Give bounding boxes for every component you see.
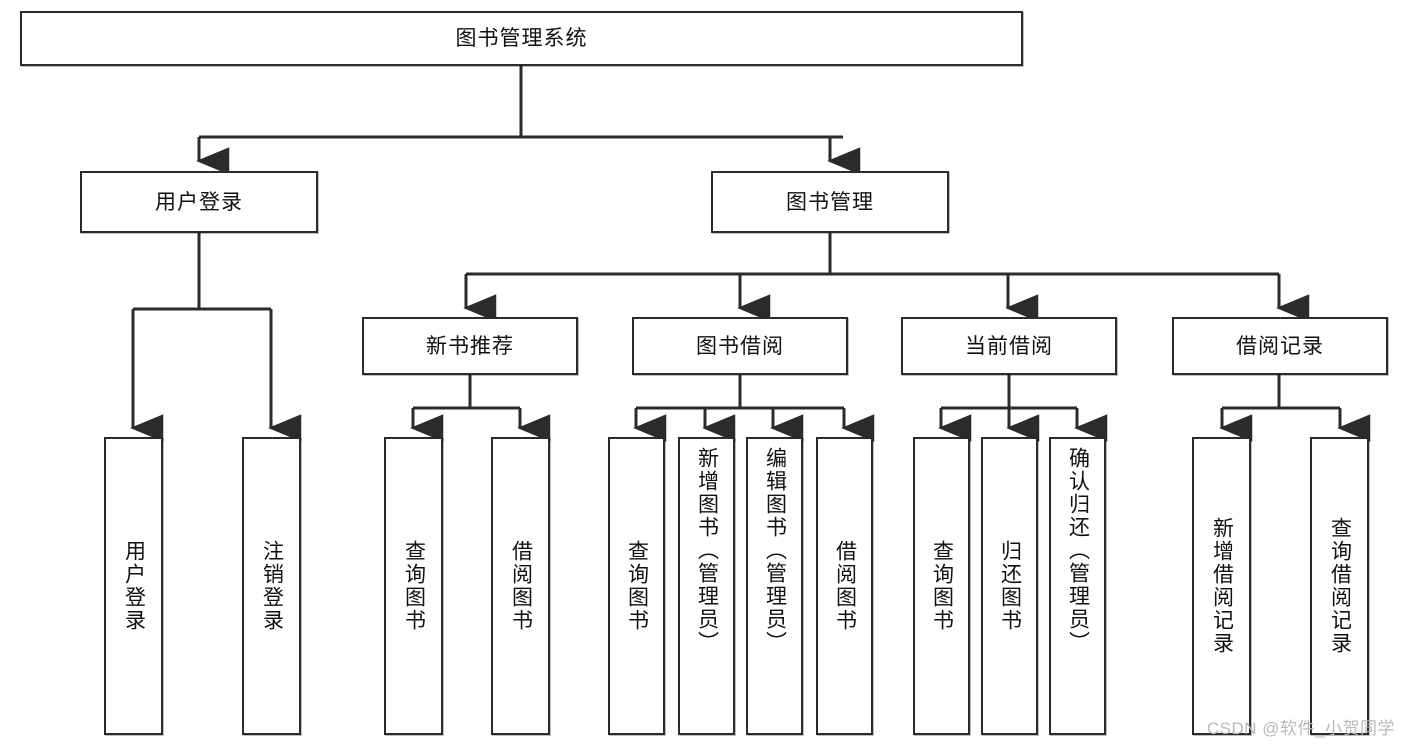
node-borrow-record[interactable]: 借阅记录 <box>1172 317 1388 375</box>
node-book-borrow[interactable]: 图书借阅 <box>632 317 848 375</box>
leaf-borrow-book-2-label: 借阅图书 <box>833 540 857 632</box>
node-user-login[interactable]: 用户登录 <box>80 171 318 233</box>
leaf-query-book-3-label: 查询图书 <box>930 540 954 632</box>
leaf-query-record[interactable]: 查询借阅记录 <box>1310 437 1369 735</box>
csdn-watermark: CSDN @软件_小贺同学 <box>1206 719 1395 738</box>
node-book-borrow-label: 图书借阅 <box>696 334 784 358</box>
leaf-confirm-return[interactable]: 确认归还（管理员） <box>1049 437 1106 735</box>
leaf-edit-book-label: 编辑图书（管理员） <box>763 447 787 654</box>
leaf-return-book-label: 归还图书 <box>998 540 1022 632</box>
leaf-edit-book[interactable]: 编辑图书（管理员） <box>746 437 803 735</box>
leaf-query-book-1[interactable]: 查询图书 <box>384 437 443 735</box>
node-new-book-recommend-label: 新书推荐 <box>426 334 514 358</box>
leaf-return-book[interactable]: 归还图书 <box>981 437 1038 735</box>
leaf-borrow-book-1-label: 借阅图书 <box>509 540 533 632</box>
node-root[interactable]: 图书管理系统 <box>20 11 1023 66</box>
leaf-user-login[interactable]: 用户登录 <box>104 437 163 735</box>
leaf-user-login-label: 用户登录 <box>122 540 146 632</box>
leaf-add-book[interactable]: 新增图书（管理员） <box>678 437 735 735</box>
node-borrow-record-label: 借阅记录 <box>1236 334 1324 358</box>
node-current-borrow[interactable]: 当前借阅 <box>901 317 1117 375</box>
node-new-book-recommend[interactable]: 新书推荐 <box>362 317 578 375</box>
leaf-add-record-label: 新增借阅记录 <box>1210 517 1234 655</box>
leaf-user-logout[interactable]: 注销登录 <box>242 437 301 735</box>
node-book-manage-label: 图书管理 <box>786 190 874 214</box>
node-user-login-label: 用户登录 <box>155 190 243 214</box>
leaf-add-book-label: 新增图书（管理员） <box>695 447 719 654</box>
leaf-query-book-3[interactable]: 查询图书 <box>913 437 970 735</box>
leaf-user-logout-label: 注销登录 <box>260 540 284 632</box>
leaf-query-book-2-label: 查询图书 <box>625 540 649 632</box>
leaf-query-book-2[interactable]: 查询图书 <box>608 437 665 735</box>
leaf-confirm-return-label: 确认归还（管理员） <box>1066 447 1090 654</box>
leaf-borrow-book-2[interactable]: 借阅图书 <box>816 437 873 735</box>
node-root-label: 图书管理系统 <box>455 27 588 50</box>
leaf-query-record-label: 查询借阅记录 <box>1328 517 1352 655</box>
leaf-borrow-book-1[interactable]: 借阅图书 <box>491 437 550 735</box>
leaf-add-record[interactable]: 新增借阅记录 <box>1192 437 1251 735</box>
leaf-query-book-1-label: 查询图书 <box>402 540 426 632</box>
node-current-borrow-label: 当前借阅 <box>965 334 1053 358</box>
node-book-manage[interactable]: 图书管理 <box>711 171 949 233</box>
